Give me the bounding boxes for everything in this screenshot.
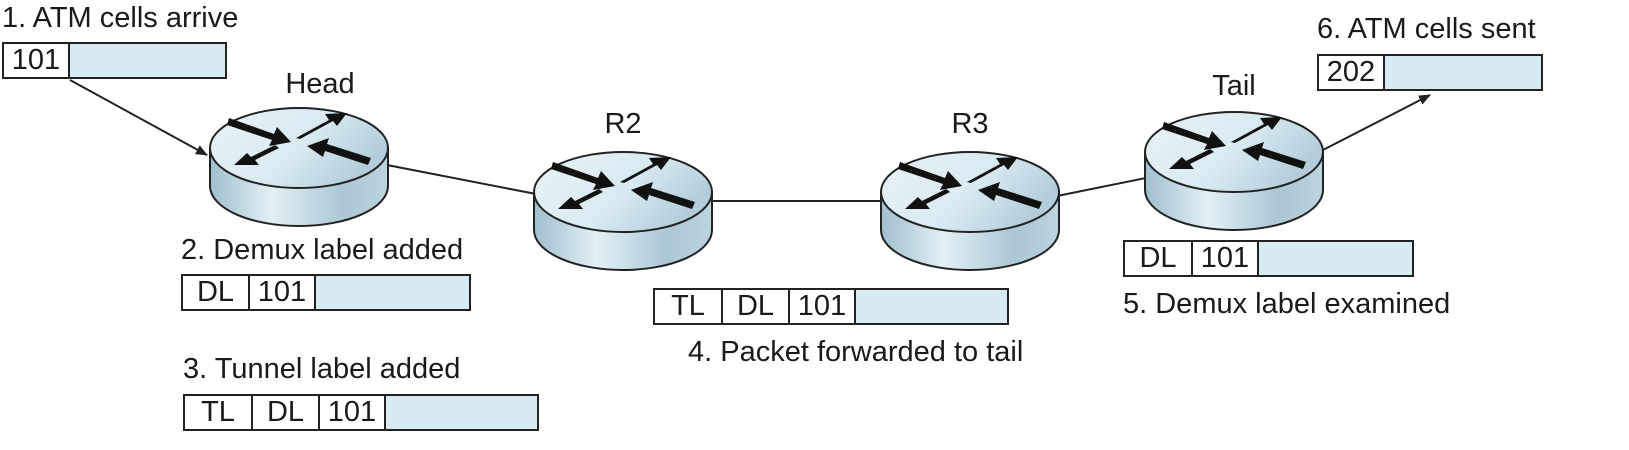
packet-cell-vc: 101 xyxy=(790,290,856,323)
arrow-in xyxy=(69,79,208,156)
packet-cell-dl: DL xyxy=(1125,242,1193,275)
router-label-r2: R2 xyxy=(604,108,642,140)
router-head-icon xyxy=(209,107,389,227)
packet-step-3: TL DL 101 xyxy=(183,394,539,431)
packet-cell-dl: DL xyxy=(723,290,790,323)
step-1-label: 1. ATM cells arrive xyxy=(2,2,239,34)
packet-payload xyxy=(1385,56,1541,89)
link-r3-tail xyxy=(1056,177,1147,197)
router-label-r3: R3 xyxy=(951,108,989,140)
step-4-label: 4. Packet forwarded to tail xyxy=(688,336,1024,368)
packet-step-5: DL 101 xyxy=(1123,240,1414,277)
router-label-tail: Tail xyxy=(1212,70,1256,102)
packet-payload xyxy=(70,44,225,77)
step-3-label: 3. Tunnel label added xyxy=(183,353,461,385)
packet-cell-tl: TL xyxy=(655,290,723,323)
packet-step-2: DL 101 xyxy=(181,274,471,311)
arrow-out xyxy=(1320,94,1431,152)
packet-cell-dl: DL xyxy=(183,276,250,309)
step-6-label: 6. ATM cells sent xyxy=(1317,13,1536,45)
packet-cell-dl: DL xyxy=(253,396,320,429)
packet-cell-vc: 101 xyxy=(320,396,386,429)
packet-payload xyxy=(386,396,537,429)
packet-step-1: 101 xyxy=(2,42,227,79)
packet-payload xyxy=(1259,242,1412,275)
step-2-label: 2. Demux label added xyxy=(181,234,464,266)
router-r2-icon xyxy=(533,151,713,271)
packet-cell-vc: 202 xyxy=(1319,56,1385,89)
router-r3-icon xyxy=(880,151,1060,271)
link-head-r2 xyxy=(386,164,537,195)
router-tail-icon xyxy=(1144,111,1324,231)
packet-step-4: TL DL 101 xyxy=(653,288,1009,325)
packet-step-6: 202 xyxy=(1317,54,1543,91)
packet-cell-vc: 101 xyxy=(1193,242,1259,275)
step-5-label: 5. Demux label examined xyxy=(1123,288,1451,320)
packet-cell-vc: 101 xyxy=(4,44,70,77)
packet-payload xyxy=(856,290,1007,323)
packet-cell-vc: 101 xyxy=(250,276,316,309)
packet-payload xyxy=(316,276,469,309)
router-label-head: Head xyxy=(285,68,355,100)
packet-cell-tl: TL xyxy=(185,396,253,429)
